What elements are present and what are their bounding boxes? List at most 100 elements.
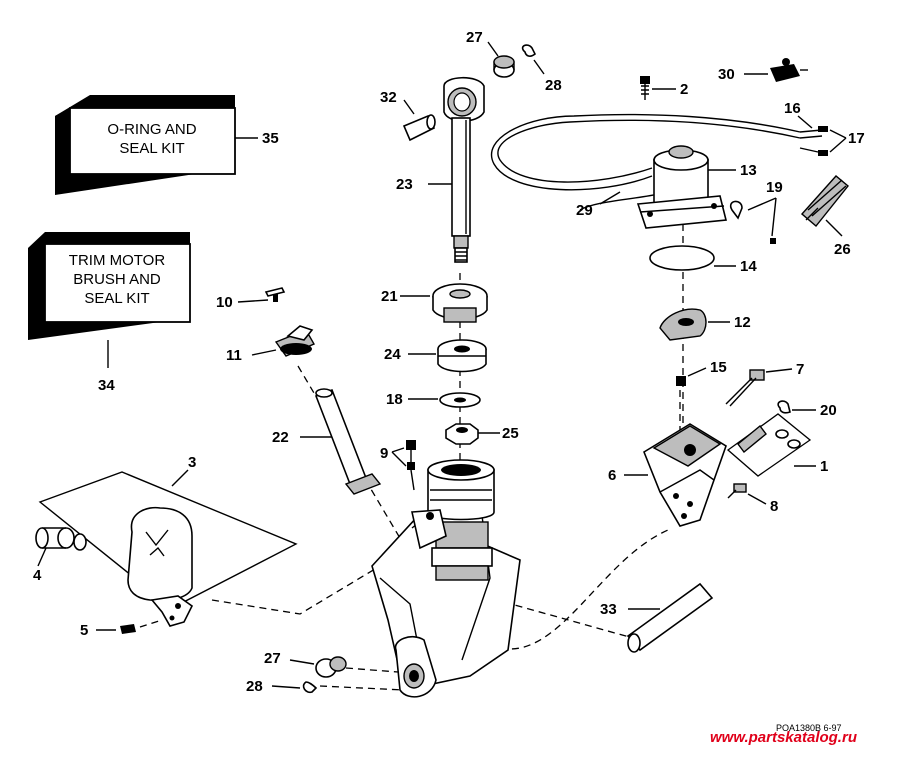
leader-26	[825, 219, 843, 237]
callout-4: 4	[33, 567, 42, 584]
part-28-ring-top	[521, 44, 537, 57]
part-21-cap	[432, 283, 488, 323]
callout-28-top: 28	[545, 77, 562, 94]
trim-cylinder-housing	[371, 459, 521, 698]
leader-4	[37, 547, 47, 567]
leader-15	[687, 367, 707, 377]
callout-32: 32	[380, 89, 397, 106]
callout-3: 3	[188, 454, 196, 471]
callout-9: 9	[380, 445, 388, 462]
part-25-nut	[445, 423, 479, 445]
part-26-hose	[801, 175, 849, 228]
callout-13: 13	[740, 162, 757, 179]
leader-27-top	[487, 41, 499, 57]
part-1-valve-kit	[726, 413, 812, 477]
guide-housing-to-33	[503, 601, 641, 641]
part-15-screw	[676, 376, 686, 386]
callout-14: 14	[740, 258, 757, 275]
callout-17: 17	[848, 130, 865, 147]
part-13-trim-motor	[636, 145, 728, 229]
leader-10	[237, 299, 269, 303]
guide-27b	[345, 667, 399, 673]
callout-6: 6	[608, 467, 616, 484]
trim-motor-kit-box: TRIM MOTOR BRUSH AND SEAL KIT	[28, 232, 191, 340]
leader-32	[403, 99, 415, 115]
callout-24: 24	[384, 346, 401, 363]
trim-kit-label-line2: BRUSH AND	[73, 271, 161, 288]
leader-19	[747, 197, 777, 237]
callout-29: 29	[576, 202, 593, 219]
guide-reservoir-to-housing	[211, 559, 391, 615]
part-5-screw	[120, 624, 136, 634]
callout-18: 18	[386, 391, 403, 408]
guide-5	[139, 619, 163, 628]
piston-rod	[443, 76, 485, 263]
callout-26: 26	[834, 241, 851, 258]
leader-3	[171, 469, 189, 487]
leader-8	[747, 493, 767, 505]
part-10-plug	[264, 287, 286, 302]
callout-33: 33	[600, 601, 617, 618]
part-4-bushing	[35, 527, 87, 551]
callout-27-top: 27	[466, 29, 483, 46]
part-16-17-terminals	[799, 126, 828, 156]
callout-21: 21	[381, 288, 398, 305]
part-28-ring-bottom	[302, 681, 318, 694]
trim-kit-label-line1: TRIM MOTOR	[69, 252, 166, 269]
oring-kit-label-line1: O-RING AND	[107, 121, 196, 138]
callout-7: 7	[796, 361, 804, 378]
callout-2: 2	[680, 81, 688, 98]
trim-kit-label-line3: SEAL KIT	[84, 290, 149, 307]
callout-35: 35	[262, 130, 279, 147]
callout-22: 22	[272, 429, 289, 446]
callout-5: 5	[80, 622, 88, 639]
callout-28-bottom: 28	[246, 678, 263, 695]
part-11-fitting	[274, 325, 315, 357]
guide-housing-to-valve	[499, 529, 669, 650]
part-14-oring	[649, 245, 715, 271]
leader-7	[765, 368, 793, 373]
callout-23: 23	[396, 176, 413, 193]
leader-29	[599, 191, 621, 205]
callout-30: 30	[718, 66, 735, 83]
part-9-screws	[406, 440, 416, 491]
guide-28b	[319, 685, 405, 691]
leader-28-bottom	[271, 685, 301, 689]
callout-11: 11	[226, 347, 242, 364]
callout-10: 10	[216, 294, 233, 311]
leader-11	[251, 349, 277, 356]
part-20-ring	[777, 400, 791, 414]
part-2-screw	[640, 76, 650, 100]
part-27-bushing-top	[493, 55, 515, 78]
part-27-bushing-bottom	[315, 656, 347, 678]
part-32-pin	[402, 114, 436, 142]
oring-kit-label-line2: SEAL KIT	[119, 140, 184, 157]
leader-17	[829, 129, 847, 153]
callout-1: 1	[820, 458, 828, 475]
part-24-piston	[437, 339, 487, 373]
reservoir	[127, 506, 194, 627]
callout-27-bottom: 27	[264, 650, 281, 667]
part-12-filter	[659, 308, 707, 341]
callout-34: 34	[98, 377, 115, 394]
callout-25: 25	[502, 425, 519, 442]
leader-16	[797, 115, 813, 129]
leader-28-top	[533, 59, 545, 75]
oring-seal-kit-box: O-RING AND SEAL KIT	[55, 95, 236, 195]
watermark: www.partskatalog.ru	[710, 729, 857, 746]
callout-12: 12	[734, 314, 751, 331]
part-19-clip	[729, 200, 776, 244]
callout-15: 15	[710, 359, 727, 376]
part-7-bolt	[725, 369, 765, 407]
callout-19: 19	[766, 179, 783, 196]
part-8-screw	[727, 483, 747, 499]
part-6-valve-body	[643, 423, 727, 527]
leader-9	[391, 447, 407, 467]
part-33-pin	[626, 582, 714, 653]
callout-16: 16	[784, 100, 801, 117]
callout-20: 20	[820, 402, 837, 419]
callout-8: 8	[770, 498, 778, 515]
part-18-washer	[439, 392, 481, 408]
